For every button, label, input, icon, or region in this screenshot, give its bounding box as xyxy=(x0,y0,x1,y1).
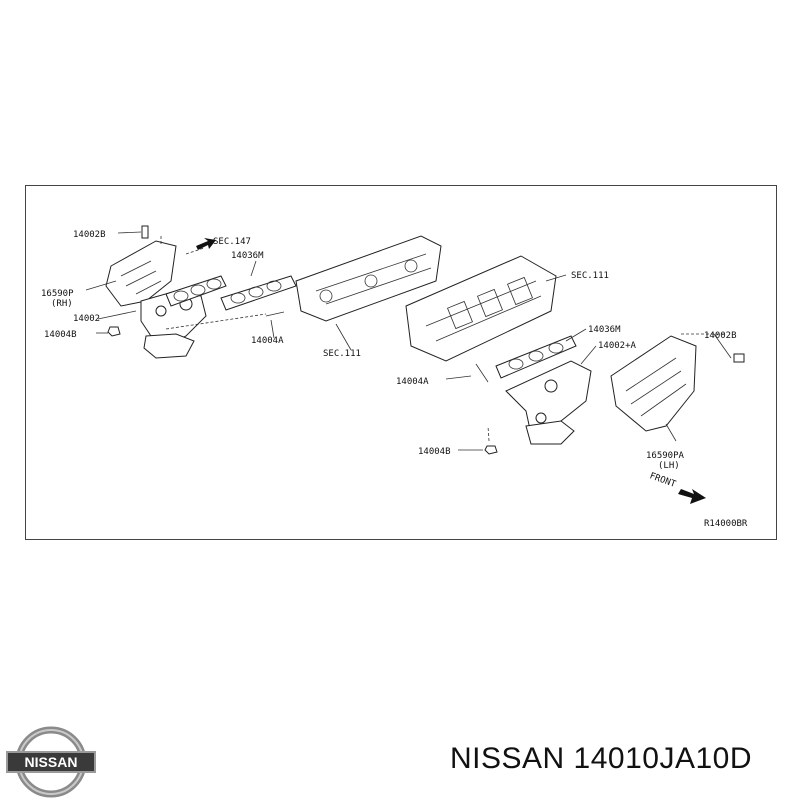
bolt-14002b-rh xyxy=(141,225,149,239)
label-14004b-lh: 14004B xyxy=(418,447,451,457)
label-16590p: 16590P xyxy=(41,289,74,299)
label-sec111-left: SEC.111 xyxy=(323,349,361,359)
bolt-14002b-lh xyxy=(733,353,745,363)
heat-shield-lh xyxy=(610,335,697,432)
label-diagram-code: R14000BR xyxy=(704,519,748,529)
label-sec147: SEC.147 xyxy=(213,237,251,247)
label-14036m-rh: 14036M xyxy=(231,251,264,261)
label-16590pa: 16590PA xyxy=(646,451,685,461)
nut-14004b-lh xyxy=(484,445,498,455)
label-14036m-lh: 14036M xyxy=(588,325,621,335)
label-14002b-lh: 14002B xyxy=(704,331,737,341)
cylinder-head-rh xyxy=(295,235,442,322)
label-14004a-lh: 14004A xyxy=(396,377,429,387)
label-14002a: 14002+A xyxy=(598,341,637,351)
label-sec111-right: SEC.111 xyxy=(571,271,609,281)
nut-14004b-rh xyxy=(107,326,121,337)
diagram-frame: 14002B SEC.147 14036M 16590P (RH) 14002 … xyxy=(25,185,777,540)
label-14004a-rh: 14004A xyxy=(251,336,284,346)
label-rh: (RH) xyxy=(51,299,73,309)
exhaust-manifold-diagram: 14002B SEC.147 14036M 16590P (RH) 14002 … xyxy=(41,225,748,529)
gasket-rh xyxy=(165,275,227,307)
label-14002: 14002 xyxy=(73,314,100,324)
label-14004b-rh: 14004B xyxy=(44,330,77,340)
nissan-logo: NISSAN xyxy=(5,723,97,801)
label-14002b-rh: 14002B xyxy=(73,230,106,240)
svg-text:NISSAN: NISSAN xyxy=(25,754,78,770)
gasket-14036m-rh xyxy=(220,275,297,311)
label-lh: (LH) xyxy=(658,461,680,471)
sec147-arrow xyxy=(196,238,216,250)
front-arrow xyxy=(678,489,706,504)
gasket-14036m-lh xyxy=(495,335,577,379)
label-front: FRONT xyxy=(648,471,677,490)
cylinder-head-lh xyxy=(405,255,557,362)
heat-shield-rh xyxy=(105,240,177,307)
part-number-caption: NISSAN 14010JA10D xyxy=(450,742,752,775)
